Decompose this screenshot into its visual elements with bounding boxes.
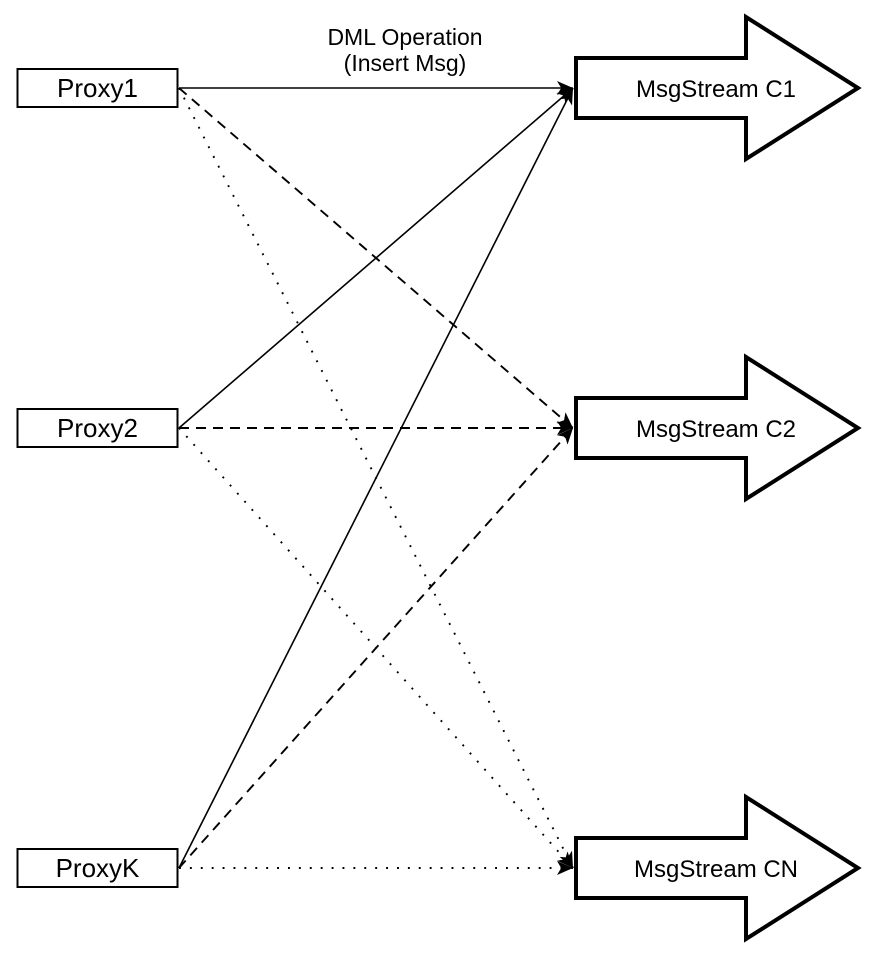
stream-arrow-shape-c1 xyxy=(574,13,862,163)
stream-label-cn: MsgStream CN xyxy=(634,856,798,883)
proxy-box-proxyK xyxy=(16,848,179,888)
stream-arrow-shape-c2 xyxy=(574,353,862,503)
stream-node-c2: MsgStream C2 xyxy=(574,353,862,503)
proxy-box-proxy1 xyxy=(16,68,179,108)
stream-label-c2: MsgStream C2 xyxy=(636,416,796,443)
diagram-title-line1: DML Operation xyxy=(327,24,482,50)
proxy-node-proxy1: Proxy1 xyxy=(16,68,179,108)
diagram-title-line2: (Insert Msg) xyxy=(344,50,467,76)
proxy-box-proxy2 xyxy=(16,408,179,448)
stream-node-c1: MsgStream C1 xyxy=(574,13,862,163)
edge-proxy1-to-cn xyxy=(178,87,574,869)
stream-node-cn: MsgStream CN xyxy=(574,793,862,943)
proxy-label-proxy2: Proxy2 xyxy=(57,413,138,443)
proxy-node-proxyK: ProxyK xyxy=(16,848,179,888)
edges-layer xyxy=(178,81,574,875)
proxy-label-proxyK: ProxyK xyxy=(56,853,140,883)
stream-label-c1: MsgStream C1 xyxy=(636,76,796,103)
stream-arrow-shape-cn xyxy=(574,793,862,943)
proxy-node-proxy2: Proxy2 xyxy=(16,408,179,448)
edge-proxy2-to-cn xyxy=(178,427,574,869)
edge-proxy1-to-c2 xyxy=(178,87,574,429)
proxy-label-proxy1: Proxy1 xyxy=(57,73,138,103)
